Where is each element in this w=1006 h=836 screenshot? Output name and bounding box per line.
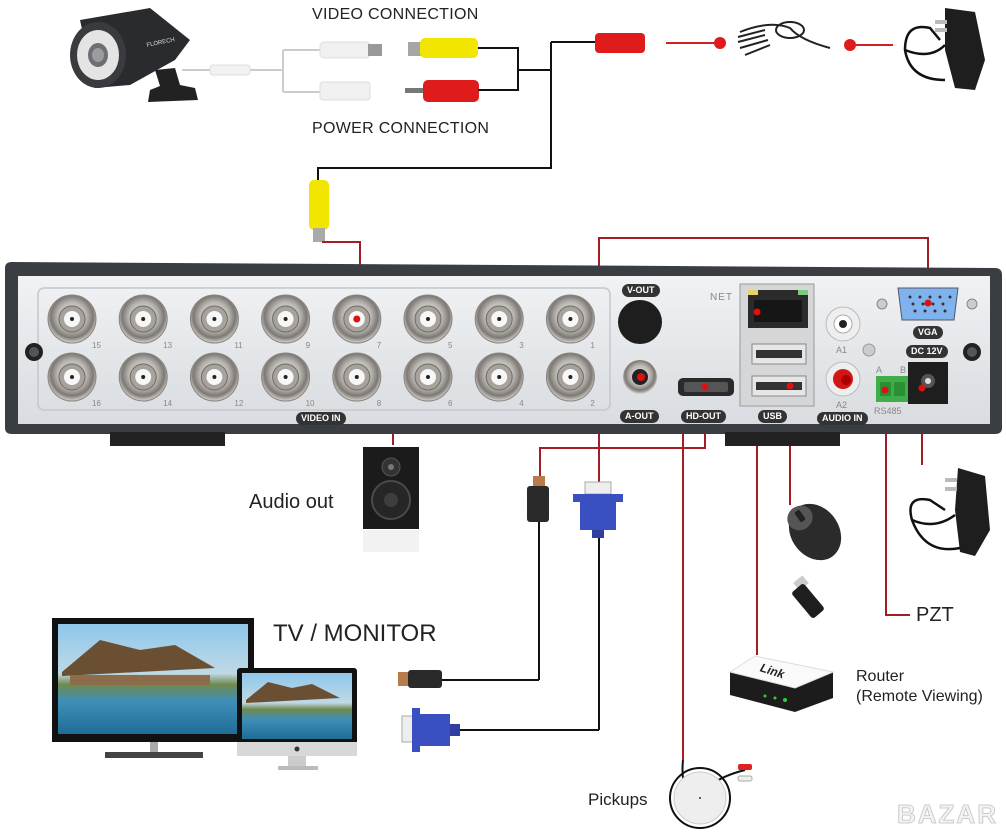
video-in-label: VIDEO IN: [296, 412, 346, 425]
red-plug-pin: [405, 88, 423, 93]
v-out-port[interactable]: [618, 300, 662, 344]
yellow-bnc-plug-tip: [313, 228, 325, 242]
bnc-label-8: 8: [376, 399, 382, 408]
usb-mouse: [787, 503, 842, 561]
audio-in-label: AUDIO IN: [817, 412, 868, 425]
bnc-port-3[interactable]: [474, 294, 524, 344]
bnc-label-12: 12: [234, 399, 244, 408]
rs485-label: RS485: [874, 406, 902, 416]
bnc-port-8[interactable]: [332, 352, 382, 402]
bnc-port-11[interactable]: [189, 294, 239, 344]
video-connection-label: VIDEO CONNECTION: [312, 6, 479, 23]
bnc-port-12[interactable]: [189, 352, 239, 402]
net-label: NET: [710, 292, 733, 303]
microphone-pickup: [669, 759, 753, 829]
bullet-camera: [70, 8, 198, 102]
red-link-dot: [714, 37, 726, 49]
pzt-label: PZT: [916, 604, 954, 626]
bnc-port-5[interactable]: [403, 294, 453, 344]
a-out-label: A-OUT: [620, 410, 659, 423]
power-adapter-top: [903, 8, 985, 90]
usb-dongle: [792, 575, 824, 618]
hdmi-plug-bottom: [398, 670, 442, 688]
bnc-port-6[interactable]: [403, 352, 453, 402]
red-power-plug: [423, 80, 479, 102]
camera-brand: FLORECH: [146, 37, 175, 49]
yellow-video-plug: [420, 38, 478, 58]
female-power-connector: [319, 81, 371, 101]
bnc-port-15[interactable]: [47, 294, 97, 344]
bnc-label-9: 9: [305, 341, 311, 350]
bnc-label-15: 15: [92, 341, 101, 350]
usb-label: USB: [758, 410, 788, 423]
female-video-connector: [319, 41, 371, 59]
bnc-label-5: 5: [448, 341, 453, 350]
vga-plug-bottom: [401, 708, 460, 752]
rs485-a-label: A: [876, 365, 883, 375]
bnc-port-10[interactable]: [261, 352, 311, 402]
tv-monitor-label: TV / MONITOR: [273, 620, 437, 647]
bnc-port-16[interactable]: [47, 352, 97, 402]
dc12v-label: DC 12V: [906, 345, 948, 358]
bnc-label-14: 14: [163, 399, 173, 408]
bnc-label-3: 3: [519, 341, 524, 350]
bnc-port-14[interactable]: [118, 352, 168, 402]
bnc-label-10: 10: [305, 399, 315, 408]
hdmi-cable-plug: [420, 476, 549, 681]
bnc-label-1: 1: [590, 341, 595, 350]
yellow-bnc-plug: [309, 180, 329, 230]
vga-cable-plug: [460, 481, 623, 731]
imac-monitor: [237, 668, 357, 770]
rs485-b-label: B: [900, 365, 907, 375]
router-sub-label: (Remote Viewing): [856, 688, 983, 705]
hd-out-label: HD-OUT: [681, 410, 726, 423]
vga-label: VGA: [913, 326, 943, 339]
bnc-label-2: 2: [590, 399, 595, 408]
power-adapter-right: [909, 468, 990, 556]
cable-sleeve: [209, 64, 251, 76]
watermark: BAZAR: [897, 799, 998, 830]
bnc-port-1[interactable]: [545, 294, 595, 344]
bnc-port-9[interactable]: [261, 294, 311, 344]
pickups-label: Pickups: [588, 790, 648, 809]
bnc-port-4[interactable]: [474, 352, 524, 402]
v-out-label: V-OUT: [622, 284, 660, 297]
speaker-icon: [363, 447, 419, 552]
audio-out-label: Audio out: [249, 491, 334, 513]
bnc-port-7[interactable]: [332, 294, 382, 344]
a1-label: A1: [836, 345, 848, 355]
bnc-label-7: 7: [376, 341, 382, 350]
bnc-port-2[interactable]: [545, 352, 595, 402]
power-splitter-plug: [595, 33, 645, 53]
bnc-label-13: 13: [163, 341, 173, 350]
a2-label: A2: [836, 400, 848, 410]
power-connection-label: POWER CONNECTION: [312, 120, 490, 137]
bnc-video-inputs: [47, 294, 595, 402]
bnc-label-16: 16: [92, 399, 101, 408]
red-link-dot-2: [844, 39, 856, 51]
yellow-plug-tip: [408, 42, 422, 56]
black-splitter-wires: [317, 41, 595, 180]
bnc-port-13[interactable]: [118, 294, 168, 344]
router-label: Router: [856, 668, 905, 685]
female-video-tip: [368, 44, 382, 56]
power-splitter-cable: [737, 21, 831, 56]
bnc-label-11: 11: [234, 341, 243, 350]
router-device: [728, 655, 835, 712]
bnc-label-4: 4: [519, 399, 524, 408]
tv-monitor: [52, 618, 254, 758]
camera-pigtail-cable: [182, 49, 320, 93]
bnc-label-6: 6: [448, 399, 453, 408]
